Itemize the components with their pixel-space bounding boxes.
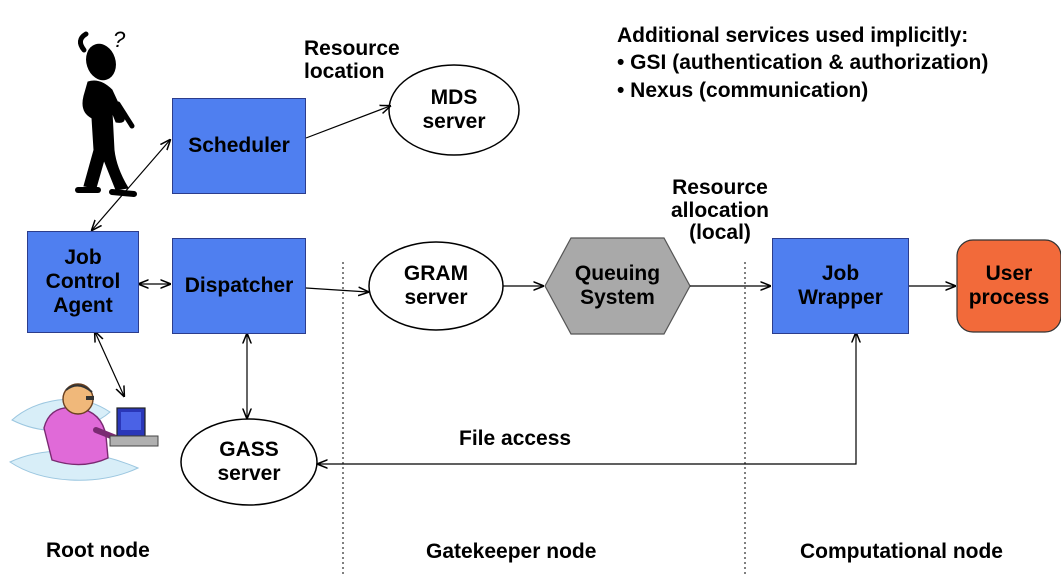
- file-access-label: File access: [459, 427, 572, 450]
- note-title: Additional services used implicitly:: [617, 24, 969, 47]
- job-control-agent-box: Job Control Agent: [27, 231, 139, 333]
- arrow-agent-scheduler: [92, 140, 170, 230]
- queuing-system-label: Queuing System: [574, 261, 661, 309]
- arrow-scheduler-mds: [305, 106, 390, 139]
- user-at-computer-icon: [8, 383, 159, 481]
- user-process-label: User process: [968, 261, 1050, 309]
- question-mark: ?: [113, 27, 126, 52]
- note-item-gsi: • GSI (authentication & authorization): [617, 51, 989, 75]
- section-computational-node: Computational node: [800, 540, 1003, 563]
- resource-location-label: Resource location: [304, 37, 400, 83]
- thinking-person-icon: [75, 31, 137, 197]
- arrow-dispatcher-gram: [305, 288, 368, 292]
- note-item-nexus: • Nexus (communication): [617, 78, 869, 102]
- job-wrapper-box: Job Wrapper: [772, 238, 909, 334]
- scheduler-box: Scheduler: [172, 98, 306, 194]
- dispatcher-box: Dispatcher: [172, 238, 306, 334]
- user-process-shape: [956, 239, 1061, 333]
- gram-server-label: GRAM server: [403, 261, 469, 309]
- gass-server-label: GASS server: [217, 437, 281, 485]
- section-gatekeeper-node: Gatekeeper node: [426, 540, 597, 563]
- arrow-file-access: [318, 333, 856, 464]
- arrow-agent-user: [95, 332, 124, 396]
- section-root-node: Root node: [46, 539, 150, 562]
- implicit-services-note: Additional services used implicitly: • G…: [617, 22, 988, 104]
- resource-allocation-label: Resource allocation (local): [670, 176, 770, 245]
- mds-server-label: MDS server: [422, 85, 486, 133]
